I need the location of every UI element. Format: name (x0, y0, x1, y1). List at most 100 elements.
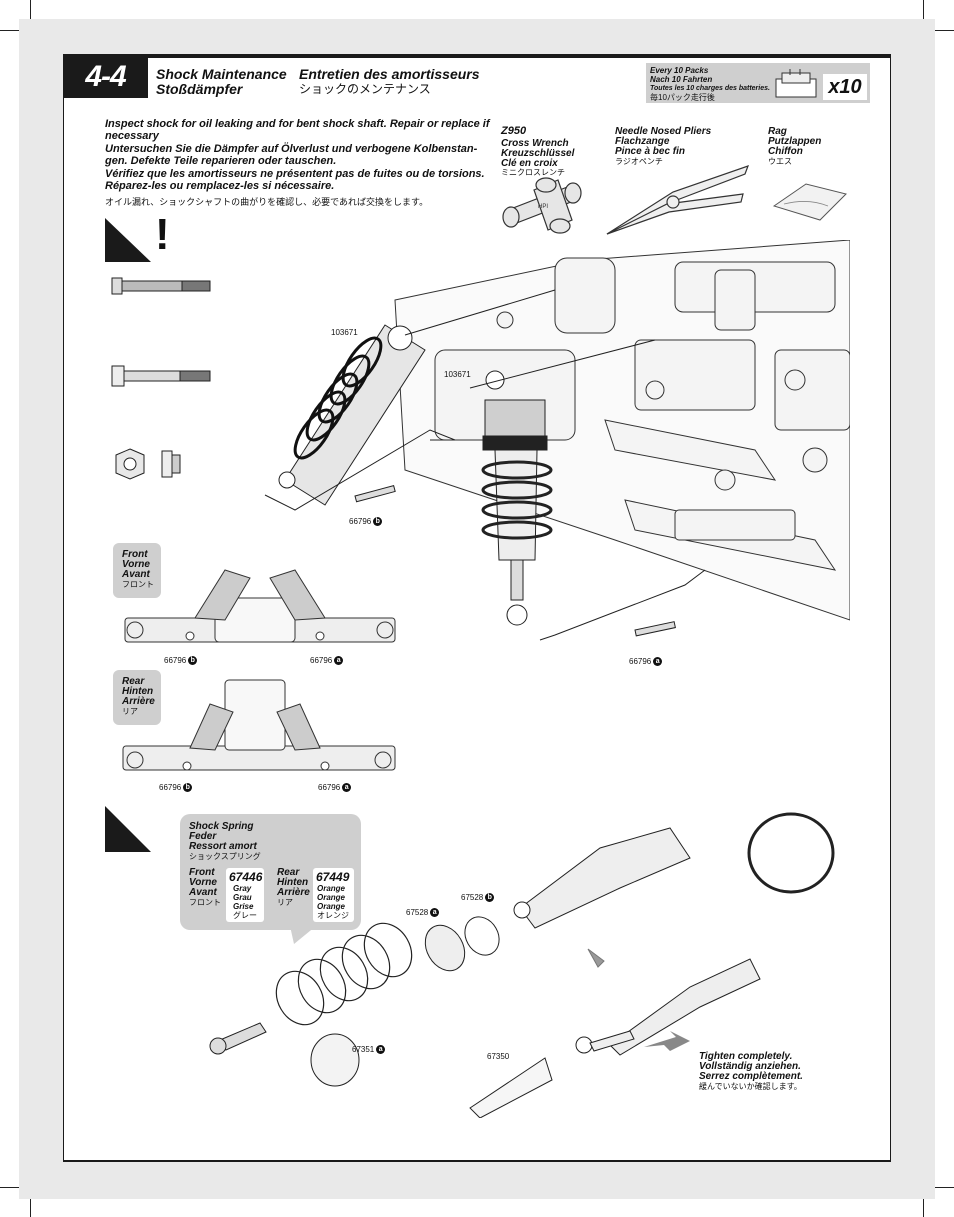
crop-mark (935, 30, 954, 31)
spring-rear-fr: Arrière (277, 887, 310, 898)
spring-rear-jp: リア (277, 898, 293, 907)
front-label-en: Front (122, 549, 148, 560)
title-en: Shock Maintenance (156, 66, 287, 82)
tool-code: Z950 (501, 125, 527, 137)
callout-pointer (290, 926, 316, 944)
tighten-jp: 緩んでいないか確認します。 (699, 1082, 802, 1091)
part-number-text: 67528 (406, 908, 429, 917)
tool-name-de: Flachzange (615, 136, 670, 147)
rag-icon (772, 183, 847, 221)
variant-badge: b (373, 517, 383, 527)
rear-spring-color-en: Orange (317, 884, 346, 893)
crop-mark (923, 1199, 924, 1217)
rear-assembly-illustration (122, 679, 396, 771)
spring-rear-en: Rear (277, 867, 300, 878)
variant-badge: a (653, 657, 663, 667)
lock-nut-icon (115, 448, 181, 480)
spring-title-fr: Ressort amort (189, 841, 257, 852)
front-spring-color-fr: Grise (233, 902, 254, 911)
assembled-shock-illustration (575, 948, 761, 1056)
tool-name-fr: Chiffon (768, 146, 803, 157)
battery-pack-icon (775, 69, 817, 98)
title-fr: Entretien des amortisseurs (299, 66, 480, 82)
front-label-box (113, 543, 161, 598)
part-number-nut: 103671 (331, 328, 358, 337)
part-number-text: 66796 (164, 656, 187, 665)
spring-title-en: Shock Spring (189, 821, 254, 832)
crop-mark (30, 1199, 31, 1217)
tighten-en: Tighten completely. (699, 1051, 793, 1062)
rear-label-fr: Arrière (122, 696, 155, 707)
part-number-text: 66796 (629, 657, 652, 666)
tool-name-fr: Pince à bec fin (615, 146, 686, 157)
crop-mark (0, 1187, 19, 1188)
step-marker (105, 218, 151, 262)
spring-title-jp: ショックスプリング (189, 852, 261, 861)
interval-en: Every 10 Packs (650, 66, 709, 75)
spring-front-fr: Avant (189, 887, 217, 898)
tool-name-en: Rag (768, 126, 787, 137)
part-number-text: 66796 (349, 517, 372, 526)
intro-jp: オイル漏れ、ショックシャフトの曲がりを確認し、必要であれば交換をします。 (105, 197, 429, 207)
spring-front-jp: フロント (189, 898, 221, 907)
short-screw-icon (111, 365, 211, 387)
variant-badge: b (485, 893, 495, 903)
spring-title-de: Feder (189, 831, 217, 842)
rear-label-de: Hinten (122, 686, 154, 697)
part-number-text: 67528 (461, 893, 484, 902)
rear-label-jp: リア (122, 707, 138, 716)
spring-front-de: Vorne (189, 877, 217, 888)
rear-spring-color-de: Orange (317, 893, 346, 902)
crop-mark (30, 0, 31, 19)
tool-name-de: Putzlappen (768, 136, 822, 147)
title-jp: ショックのメンテナンス (299, 82, 431, 96)
warning-icon: ! (155, 210, 170, 259)
tool-name-jp: ラジオペンチ (615, 157, 663, 166)
rear-label-en: Rear (122, 676, 145, 687)
interval-de: Nach 10 Fahrten (650, 75, 713, 84)
tighten-fr: Serrez complètement. (699, 1071, 803, 1082)
intro-de: Untersuchen Sie die Dämpfer auf Ölverlus… (105, 143, 478, 167)
o-ring-icon (747, 812, 835, 894)
front-spring-color-de: Grau (233, 893, 252, 902)
step-marker (105, 806, 151, 852)
rear-spring-color-jp: オレンジ (317, 911, 349, 920)
chassis-illustration (264, 240, 850, 641)
needle-nose-pliers-icon (606, 165, 750, 235)
tool-name-en: Needle Nosed Pliers (615, 126, 712, 137)
crop-mark (923, 0, 924, 19)
tool-name-jp: ミニクロスレンチ (501, 168, 565, 177)
interval-jp: 毎10パック走行後 (650, 93, 715, 102)
part-number-nut: 103671 (444, 370, 471, 379)
tighten-de: Vollständig anziehen. (699, 1061, 801, 1072)
title-de: Stoßdämpfer (156, 81, 243, 97)
spring-front-en: Front (189, 867, 215, 878)
wrench-label: HPI (538, 204, 548, 210)
intro-en: Inspect shock for oil leaking and for be… (105, 118, 490, 142)
intro-fr: Vérifiez que les amortisseurs ne présent… (105, 168, 485, 192)
front-spring-color-en: Gray (233, 884, 252, 893)
rear-spring-card (313, 868, 354, 922)
rear-spring-color-fr: Orange (317, 902, 346, 911)
cross-wrench-icon: HPI (502, 177, 582, 234)
shock-exploded-illustration (209, 827, 691, 1118)
spring-rear-de: Hinten (277, 877, 309, 888)
interval-fr: Toutes les 10 charges des batteries. (650, 85, 770, 92)
rear-spring-part: 67449 (316, 870, 350, 884)
front-label-de: Vorne (122, 559, 150, 570)
variant-badge: a (334, 656, 344, 666)
crop-mark (935, 1187, 954, 1188)
part-number-text: 66796 (159, 783, 182, 792)
front-label-jp: フロント (122, 580, 154, 589)
crop-mark (0, 30, 19, 31)
tool-name-en: Cross Wrench (501, 138, 569, 149)
step-number: 4-4 (63, 56, 148, 98)
part-number-text: 67351 (352, 1045, 375, 1054)
variant-badge: a (430, 908, 440, 918)
boot-part: 67350 (487, 1052, 510, 1061)
part-number-text: 66796 (318, 783, 341, 792)
